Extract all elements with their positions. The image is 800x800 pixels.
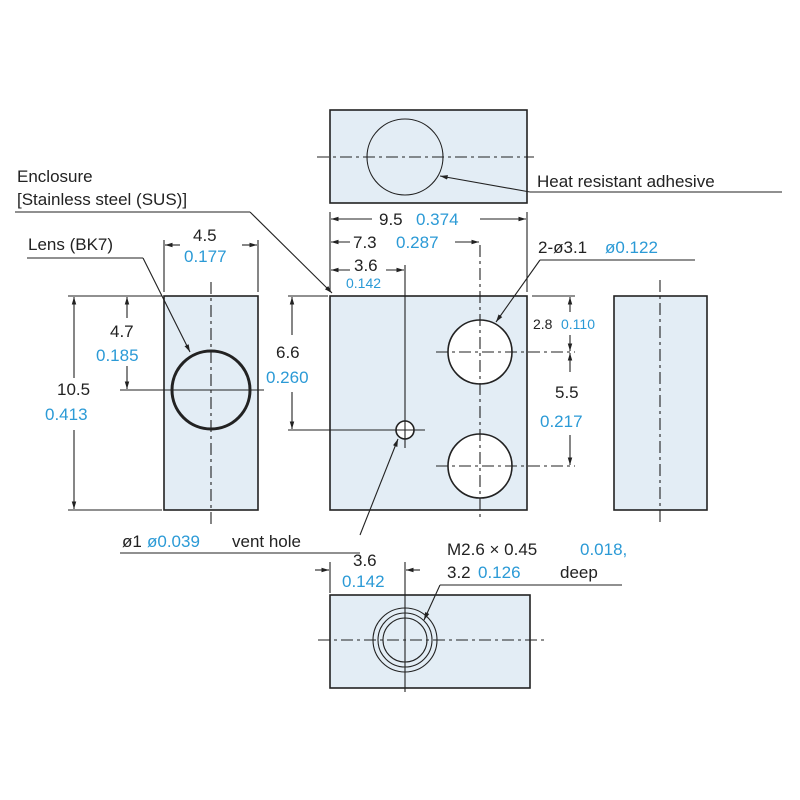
lens-label: Lens (BK7) (28, 235, 113, 254)
depth-label-text: deep (560, 563, 598, 582)
vent-label-text: vent hole (232, 532, 301, 551)
holes-label-mm: 2-ø3.1 (538, 238, 587, 257)
dim-ventx-in: 0.142 (346, 275, 381, 291)
adhesive-label: Heat resistant adhesive (537, 172, 715, 191)
dim-ventx-mm: 3.6 (354, 256, 378, 275)
dim-holetop-mm: 2.8 (533, 316, 553, 332)
enclosure-label-line2: [Stainless steel (SUS)] (17, 190, 187, 209)
thread-label-mm: M2.6 × 0.45 (447, 540, 537, 559)
dim-width-in: 0.374 (416, 210, 459, 229)
dim-threadx-mm: 3.6 (353, 551, 377, 570)
mount-hole-bottom (447, 433, 513, 499)
side-view-right (613, 280, 708, 526)
depth-label-mm: 3.2 (447, 563, 471, 582)
dim-threadx-in: 0.142 (342, 572, 385, 591)
dim-holetop-in: 0.110 (561, 316, 595, 332)
dim-lensy-in: 0.185 (96, 346, 139, 365)
depth-label-in: 0.126 (478, 563, 521, 582)
dim-venty-mm: 6.6 (276, 343, 300, 362)
dim-pitch-in: 0.217 (540, 412, 583, 431)
dim-holex-in: 0.287 (396, 233, 439, 252)
dim-height-mm: 10.5 (57, 380, 90, 399)
dim-lensy-mm: 4.7 (110, 322, 134, 341)
thread-label-in: 0.018, (580, 540, 627, 559)
vent-label-mm: ø1 (122, 532, 142, 551)
dim-height-in: 0.413 (45, 405, 88, 424)
holes-label-in: ø0.122 (605, 238, 658, 257)
enclosure-label-line1: Enclosure (17, 167, 93, 186)
bottom-view: 3.6 0.142 M2.6 × 0.45 0.018, 3.2 0.126 d… (315, 540, 627, 692)
dim-pitch-mm: 5.5 (555, 383, 579, 402)
dim-width-mm: 9.5 (379, 210, 403, 229)
dim-sidewidth-mm: 4.5 (193, 226, 217, 245)
side-view-left: 4.5 0.177 10.5 0.413 4.7 0.185 Lens (BK7… (15, 167, 333, 525)
front-view: 9.5 0.374 7.3 0.287 3.6 0.142 2.8 0.110 … (120, 210, 695, 554)
top-view: Heat resistant adhesive (317, 109, 782, 204)
dim-sidewidth-in: 0.177 (184, 247, 227, 266)
vent-label-in: ø0.039 (147, 532, 200, 551)
mount-hole-top (447, 319, 513, 385)
dim-venty-in: 0.260 (266, 368, 309, 387)
dim-holex-mm: 7.3 (353, 233, 377, 252)
